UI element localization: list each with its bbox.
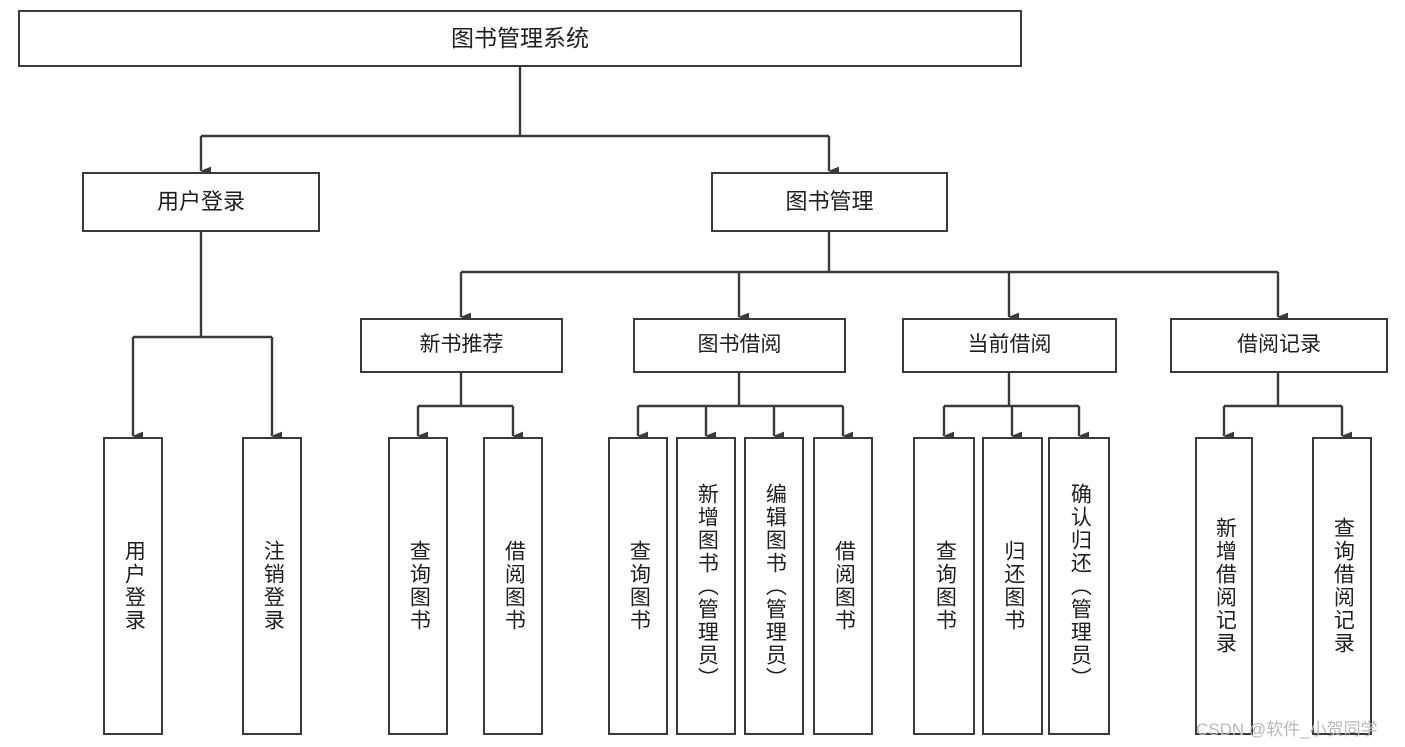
node-label: 归还图书: [1001, 540, 1025, 632]
node-leaf-11[interactable]: 确认归还（管理员）: [1048, 437, 1110, 735]
node-leaf-7[interactable]: 编辑图书（管理员）: [744, 437, 804, 735]
node-label: 用户登录: [156, 189, 245, 215]
node-login[interactable]: 用户登录: [82, 172, 320, 232]
node-leaf-4[interactable]: 借阅图书: [483, 437, 543, 735]
node-leaf-13[interactable]: 查询借阅记录: [1312, 437, 1372, 735]
node-label: 确认归还（管理员）: [1068, 482, 1092, 690]
node-label: 查询图书: [407, 540, 431, 632]
node-label: 图书管理系统: [451, 24, 589, 51]
node-label: 注销登录: [261, 540, 285, 632]
node-label: 编辑图书（管理员）: [763, 482, 787, 690]
node-label: 新书推荐: [419, 333, 504, 357]
node-leaf-1[interactable]: 用户登录: [103, 437, 163, 735]
node-label: 图书借阅: [697, 333, 782, 357]
connector-group: [131, 67, 1353, 441]
node-label: 借阅图书: [502, 540, 526, 632]
node-leaf-9[interactable]: 查询图书: [913, 437, 975, 735]
node-leaf-6[interactable]: 新增图书（管理员）: [676, 437, 736, 735]
node-records[interactable]: 借阅记录: [1170, 318, 1388, 373]
node-label: 图书管理: [785, 189, 874, 215]
node-label: 用户登录: [122, 540, 146, 632]
node-label: 借阅记录: [1237, 333, 1321, 357]
node-label: 当前借阅: [967, 333, 1052, 357]
node-label: 新增图书（管理员）: [695, 482, 719, 690]
node-borrow[interactable]: 图书借阅: [633, 318, 846, 373]
node-label: 查询图书: [933, 540, 957, 632]
node-root[interactable]: 图书管理系统: [18, 10, 1022, 67]
node-leaf-8[interactable]: 借阅图书: [813, 437, 873, 735]
node-leaf-5[interactable]: 查询图书: [608, 437, 668, 735]
node-bookmgmt[interactable]: 图书管理: [711, 172, 948, 232]
node-leaf-10[interactable]: 归还图书: [982, 437, 1043, 735]
node-leaf-2[interactable]: 注销登录: [242, 437, 302, 735]
node-leaf-3[interactable]: 查询图书: [388, 437, 448, 735]
node-label: 新增借阅记录: [1213, 517, 1237, 655]
node-leaf-12[interactable]: 新增借阅记录: [1195, 437, 1253, 735]
node-current[interactable]: 当前借阅: [902, 318, 1117, 373]
node-newbook[interactable]: 新书推荐: [360, 318, 563, 373]
node-label: 查询借阅记录: [1331, 517, 1355, 655]
node-label: 查询图书: [627, 540, 651, 632]
node-label: 借阅图书: [832, 540, 856, 632]
